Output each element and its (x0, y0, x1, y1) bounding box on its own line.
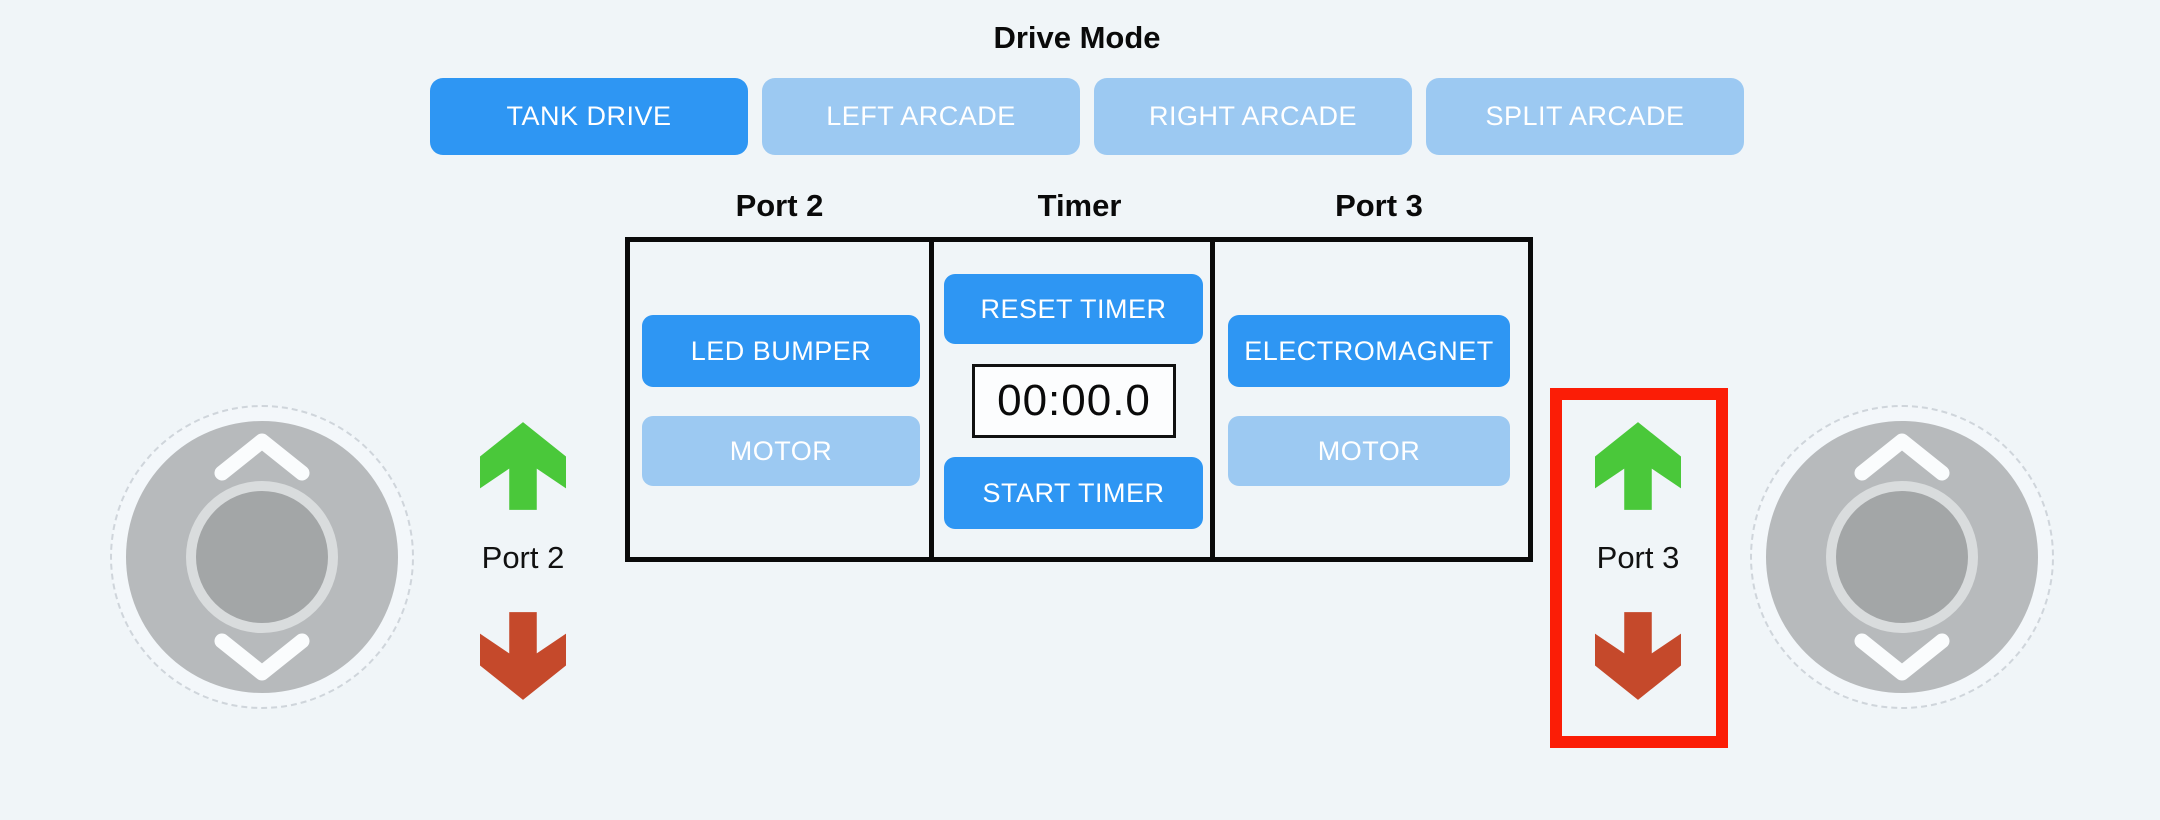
port2-side-label: Port 2 (481, 540, 565, 575)
right-arcade-button[interactable]: RIGHT ARCADE (1094, 78, 1412, 155)
left-arcade-button[interactable]: LEFT ARCADE (762, 78, 1080, 155)
chevron-up-icon (1852, 429, 1952, 490)
chevron-down-icon (212, 624, 312, 685)
joystick-knob[interactable] (1836, 491, 1968, 623)
highlight-rectangle (1550, 388, 1728, 748)
port3-down-arrow-icon[interactable] (1595, 612, 1681, 700)
electromagnet-button[interactable]: ELECTROMAGNET (1228, 315, 1510, 387)
drive-mode-button-group: TANK DRIVE LEFT ARCADE RIGHT ARCADE SPLI… (430, 78, 1744, 155)
led-bumper-button[interactable]: LED BUMPER (642, 315, 920, 387)
chevron-down-icon (1852, 624, 1952, 685)
port2-column-header: Port 2 (735, 188, 824, 223)
reset-timer-button[interactable]: RESET TIMER (944, 274, 1203, 344)
port3-motor-button[interactable]: MOTOR (1228, 416, 1510, 486)
tank-drive-button[interactable]: TANK DRIVE (430, 78, 748, 155)
timer-column-header: Timer (1037, 188, 1122, 223)
control-table: LED BUMPER MOTOR RESET TIMER 00:00.0 STA… (625, 237, 1533, 562)
timer-display: 00:00.0 (972, 364, 1176, 438)
joystick-pad (126, 421, 398, 693)
chevron-up-icon (212, 429, 312, 490)
port3-column-header: Port 3 (1335, 188, 1423, 223)
drive-mode-title: Drive Mode (993, 20, 1161, 55)
port3-up-arrow-icon[interactable] (1595, 422, 1681, 510)
split-arcade-button[interactable]: SPLIT ARCADE (1426, 78, 1744, 155)
right-joystick[interactable] (1750, 405, 2054, 709)
timer-cell: RESET TIMER 00:00.0 START TIMER (934, 242, 1215, 557)
port2-motor-button[interactable]: MOTOR (642, 416, 920, 486)
left-joystick[interactable] (110, 405, 414, 709)
port2-up-arrow-icon[interactable] (480, 422, 566, 510)
port2-down-arrow-icon[interactable] (480, 612, 566, 700)
port3-cell: ELECTROMAGNET MOTOR (1215, 242, 1519, 557)
joystick-knob[interactable] (196, 491, 328, 623)
port2-cell: LED BUMPER MOTOR (630, 242, 934, 557)
joystick-pad (1766, 421, 2038, 693)
port3-side-label: Port 3 (1596, 540, 1680, 575)
start-timer-button[interactable]: START TIMER (944, 457, 1203, 529)
